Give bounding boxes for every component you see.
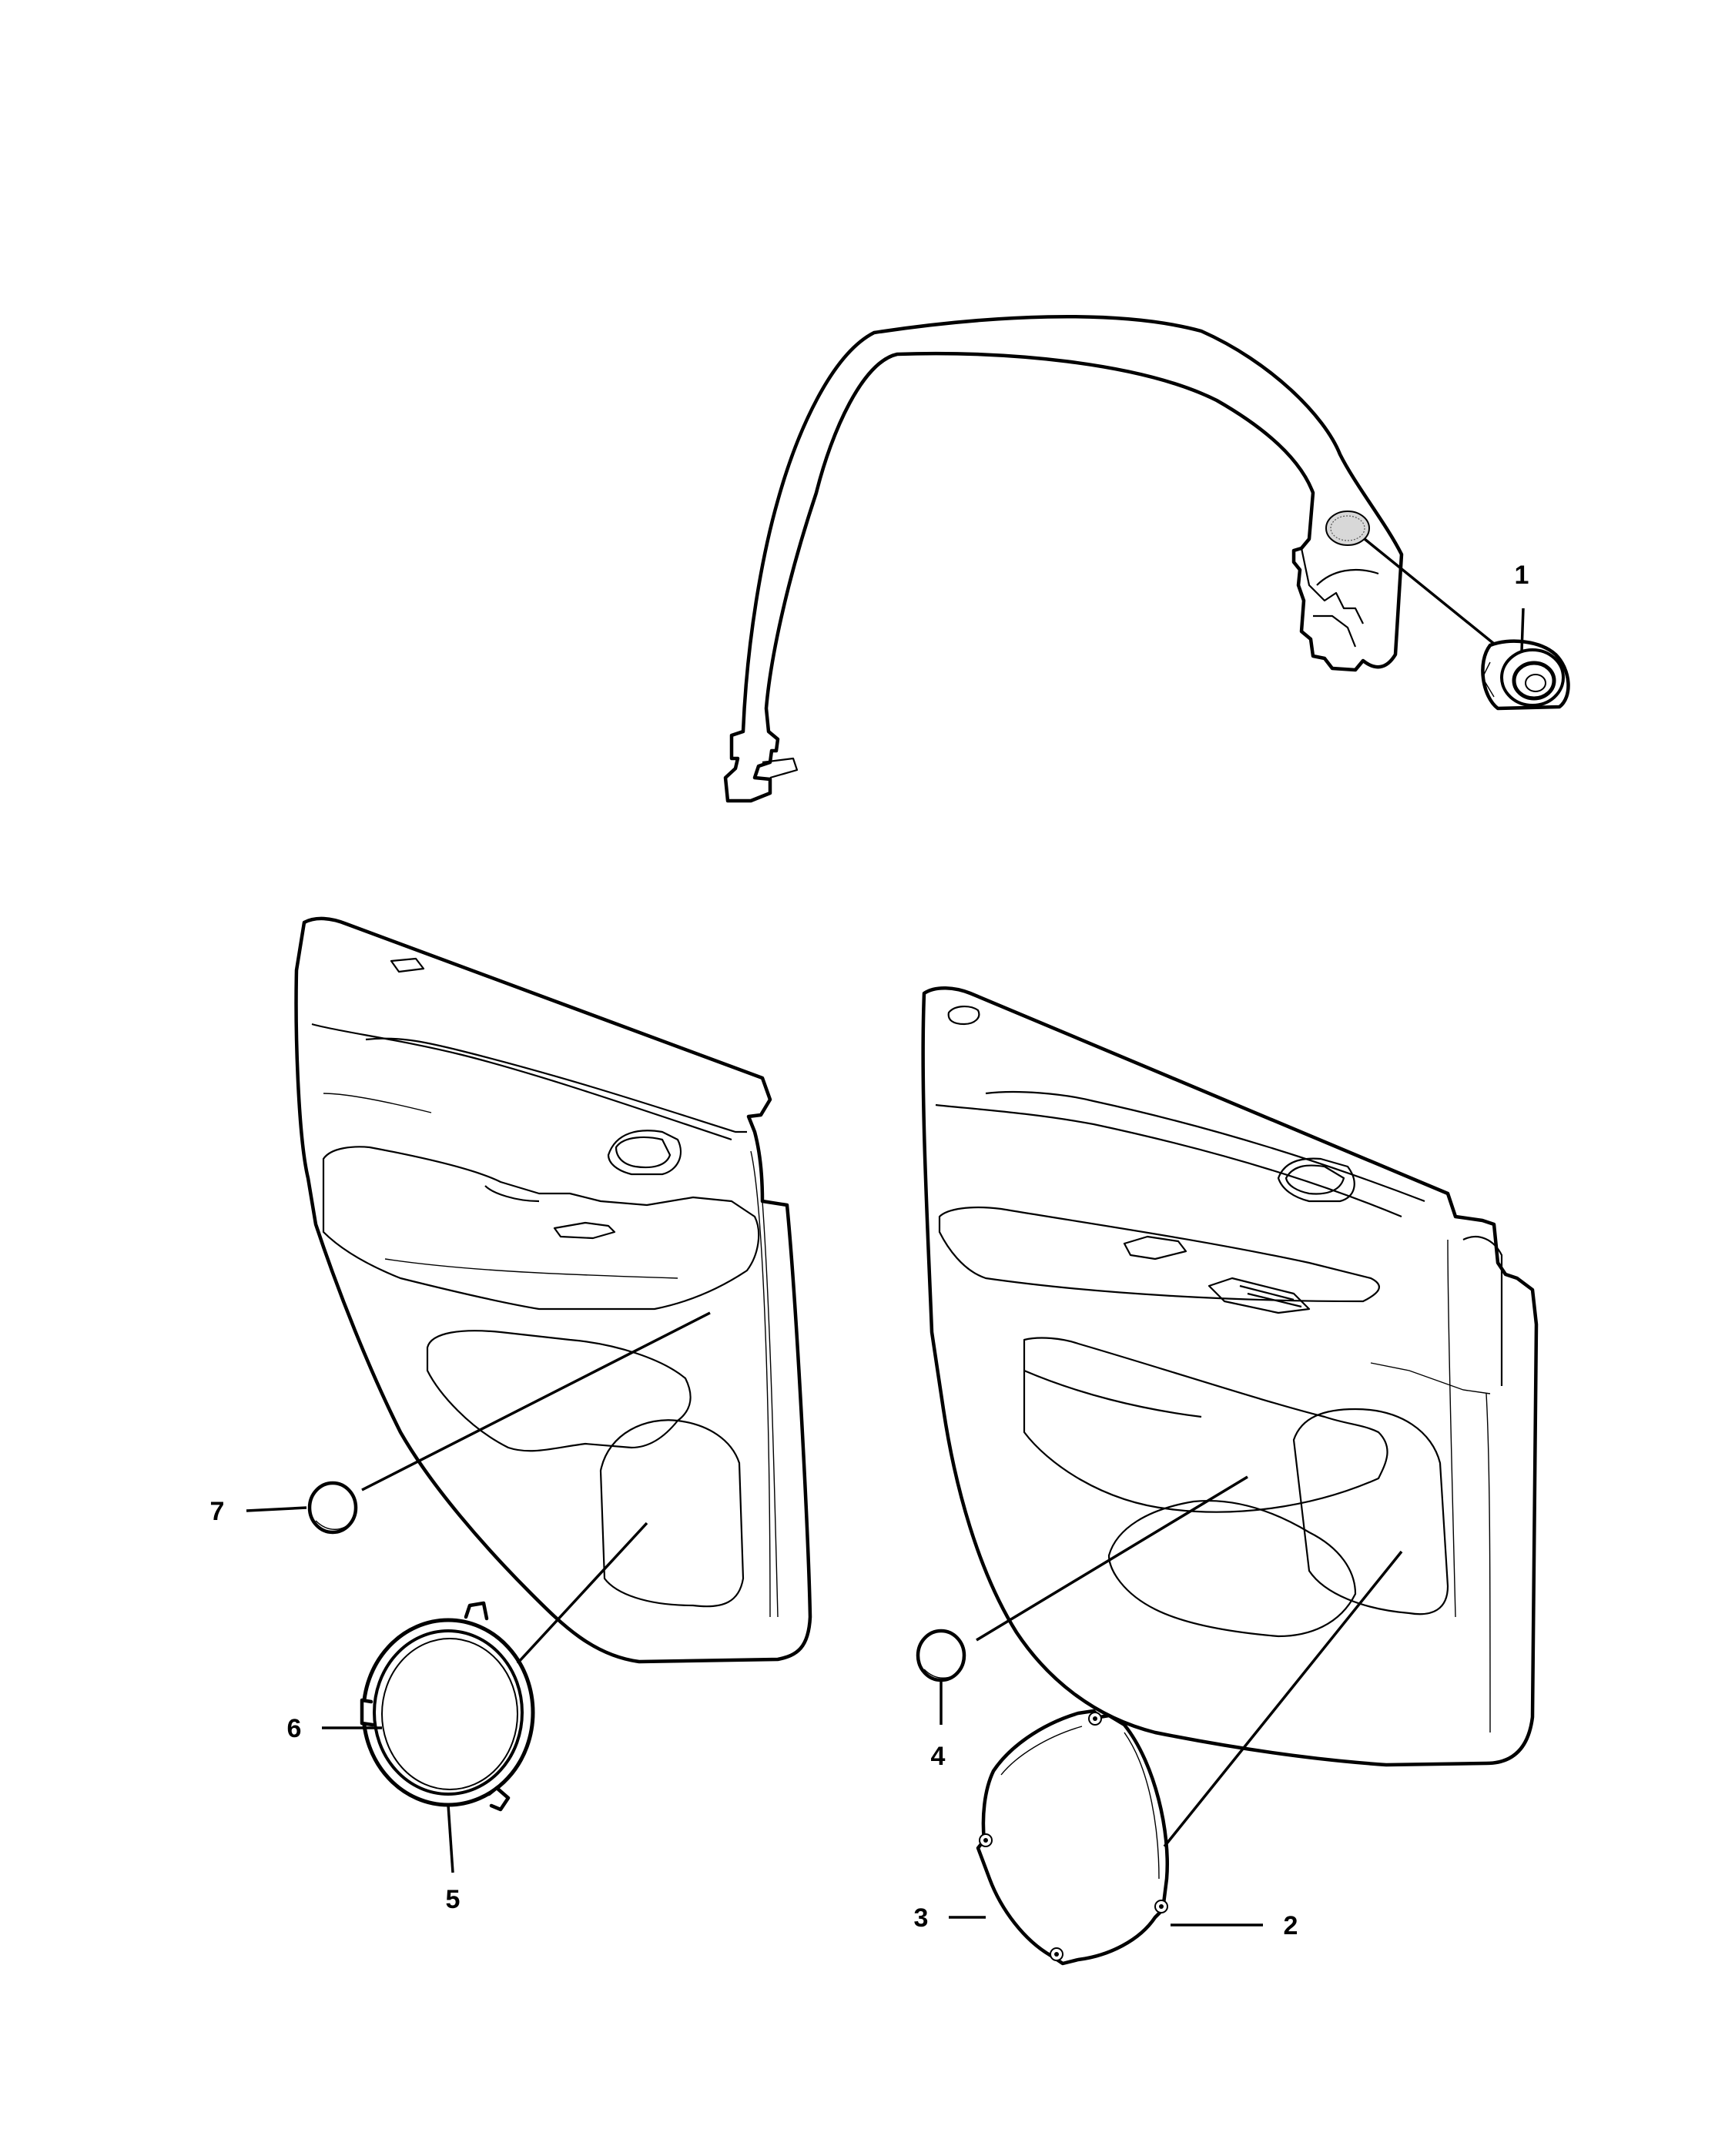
tweeter-speaker (1481, 639, 1570, 711)
leader-5a (516, 1522, 648, 1665)
cap-plug-7 (307, 1481, 358, 1535)
leader-1a (1363, 537, 1496, 645)
rear-door-trim-panel (294, 916, 812, 1664)
leader-7b (361, 1311, 711, 1491)
callout-5: 5 (446, 1885, 461, 1914)
leader-4b (976, 1475, 1248, 1642)
tweeter-grille (1325, 511, 1370, 546)
leader-1b (1520, 608, 1525, 652)
a-pillar-trim (723, 315, 1404, 803)
front-speaker-assembly (976, 1709, 1169, 1966)
callout-4: 4 (931, 1742, 946, 1771)
leader-7a (246, 1506, 307, 1512)
leader-5b (447, 1804, 454, 1873)
callout-3: 3 (914, 1903, 929, 1933)
cap-plug-4 (916, 1629, 966, 1682)
rear-speaker-assembly (360, 1601, 535, 1812)
callout-6: 6 (287, 1714, 302, 1743)
callout-7: 7 (210, 1497, 225, 1526)
callout-1: 1 (1515, 561, 1529, 590)
leader-2a (1163, 1550, 1403, 1848)
front-door-trim-panel (921, 986, 1539, 1767)
callout-2: 2 (1284, 1911, 1298, 1940)
